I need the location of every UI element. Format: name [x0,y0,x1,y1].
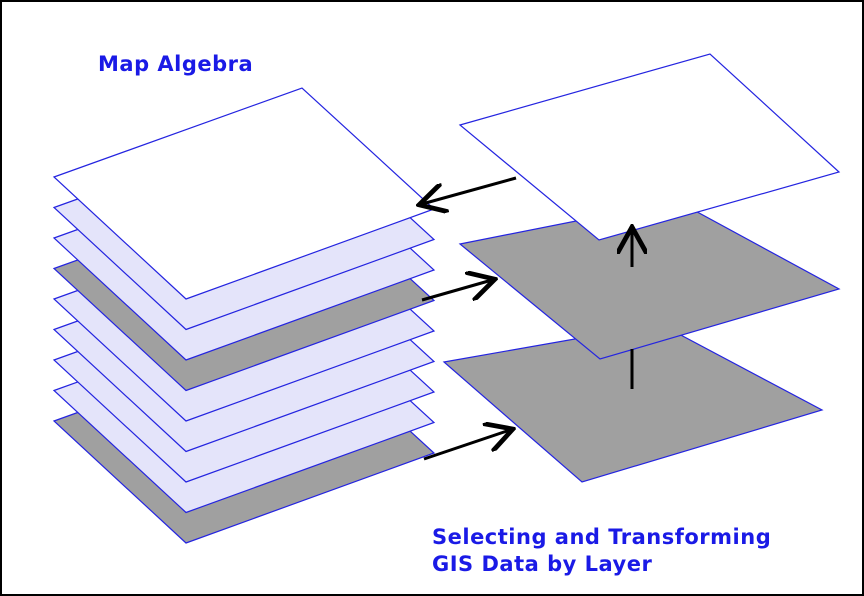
arrow-to-bottom-layer [423,430,510,461]
arrow-to-middle-layer [421,280,492,302]
arrow-to-stack [422,176,517,204]
map-algebra-title: Map Algebra [98,52,254,76]
right-layer-3 [458,53,841,241]
right-layer-stack [442,53,841,483]
diagram-caption: Selecting and Transforming GIS Data by L… [432,524,771,578]
left-layer-stack [52,87,436,544]
arrows [421,176,632,461]
caption-line-2: GIS Data by Layer [432,552,653,576]
caption-line-1: Selecting and Transforming [432,525,772,549]
